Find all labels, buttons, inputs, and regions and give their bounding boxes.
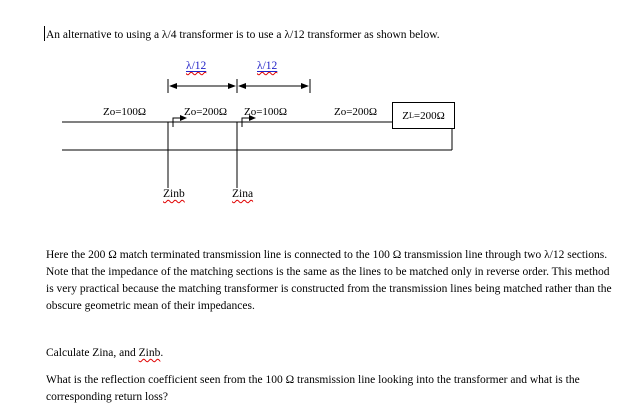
probe-arrow-zinb [172, 117, 182, 127]
probe-arrow-zina [241, 117, 251, 127]
probe-label-zina: Zina [232, 188, 254, 200]
calculate-text: Calculate Zina, and [46, 347, 139, 359]
load-label-subscript: L [408, 111, 414, 120]
dim-arrow-right-head-left [238, 83, 246, 89]
load-label-prefix: Z [402, 109, 409, 122]
question-paragraph: What is the reflection coefficient seen … [46, 374, 580, 403]
dim-arrow-left-head-right [228, 83, 236, 89]
text-cursor [44, 26, 45, 41]
impedance-label-segment-2: Zo=200Ω [184, 106, 228, 118]
dim-arrow-right-head-right [301, 83, 309, 89]
impedance-label-segment-4: Zo=200Ω [334, 106, 378, 118]
impedance-label-segment-3: Zo=100Ω [244, 106, 288, 118]
probe-label-zinb: Zinb [163, 188, 185, 200]
impedance-label-segment-1: Zo=100Ω [103, 106, 147, 118]
dim-label-lambda12-right: λ/12 [257, 60, 278, 73]
calculate-zinb: Zinb [138, 347, 161, 359]
dim-label-lambda12-left: λ/12 [186, 60, 207, 73]
explanation-paragraph: Here the 200 Ω match terminated transmis… [46, 249, 612, 312]
dim-arrow-left-head-left [169, 83, 177, 89]
load-label-value: =200Ω [413, 109, 445, 122]
dim-label-lambda12-right-text: λ/12 [257, 60, 278, 72]
intro-paragraph: An alternative to using a λ/4 transforme… [46, 29, 440, 41]
dim-label-lambda12-left-text: λ/12 [186, 60, 207, 72]
calculate-line: Calculate Zina, and Zinb. [46, 345, 612, 362]
calculate-period: . [160, 347, 164, 359]
